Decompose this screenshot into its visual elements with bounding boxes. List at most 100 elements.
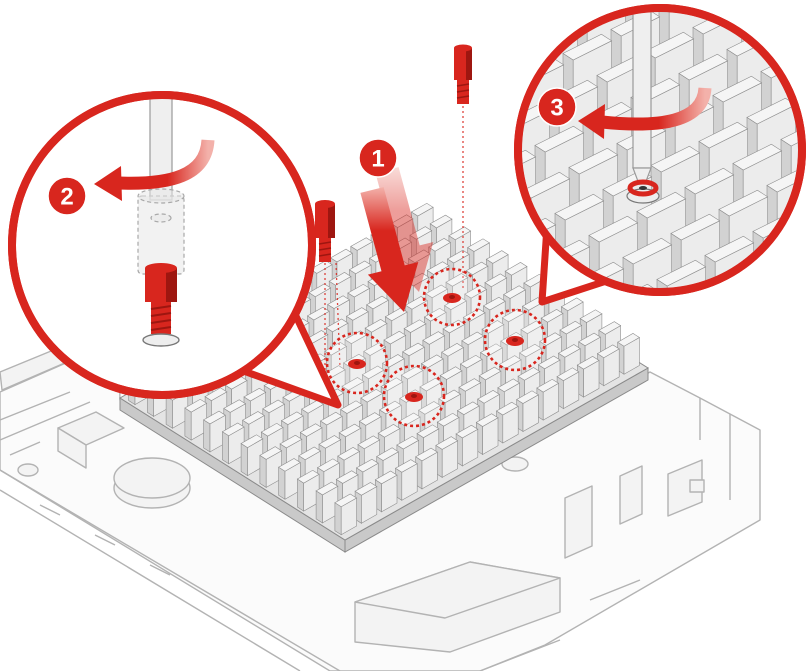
fin-top-face <box>670 213 721 241</box>
fin-front-face <box>259 3 297 92</box>
fin-top-face <box>578 332 601 347</box>
zoom-heatsink-fin <box>331 0 380 90</box>
fin-top-face <box>801 188 807 214</box>
fin-front-face <box>522 12 524 19</box>
fin-side-face <box>334 502 342 536</box>
fin-top-face <box>429 214 453 229</box>
fin-top-face <box>537 355 561 370</box>
fin-top-face <box>376 447 399 461</box>
fin-top-face <box>517 367 541 381</box>
step-3-label: 3 <box>550 95 563 122</box>
fin-top-face <box>428 238 451 252</box>
fin-top-face <box>410 202 434 217</box>
fin-top-face <box>516 390 539 404</box>
zoom-heatsink-fin <box>522 12 524 19</box>
fin-top-face <box>383 330 407 345</box>
heatsink-fin <box>315 481 339 524</box>
fin-top-face <box>498 355 522 369</box>
fin-top-face <box>350 237 374 251</box>
fin-side-face <box>453 147 463 224</box>
fin-top-face <box>522 35 531 63</box>
socket-inner-ring <box>150 213 172 223</box>
fin-side-face <box>297 0 307 68</box>
step-2-label: 2 <box>60 184 73 211</box>
fin-top-face <box>684 167 735 195</box>
fin-front-face <box>796 240 798 288</box>
screw-holes <box>325 267 547 428</box>
fin-top-face <box>504 262 528 276</box>
fin-top-face <box>397 412 421 427</box>
fin-front-face <box>764 12 798 35</box>
fin-front-face <box>429 113 467 202</box>
fin-top-face <box>482 296 506 311</box>
fin-top-face <box>420 354 444 369</box>
fin-side-face <box>259 454 267 488</box>
fin-top-face <box>415 447 438 462</box>
chassis-bottom-connector-top <box>354 561 561 619</box>
fin-top-face <box>249 0 298 22</box>
fin-top-face <box>153 44 202 70</box>
zoom-heatsink-fin <box>283 18 332 114</box>
fin-side-face <box>738 276 750 288</box>
socket-sleeve <box>137 195 185 275</box>
fin-top-face <box>418 401 441 415</box>
fin-top-face <box>325 318 349 333</box>
heatsink-fin <box>221 422 245 465</box>
fin-top-face <box>337 447 361 461</box>
fin-top-face <box>318 435 342 449</box>
fin-top-face <box>741 0 790 10</box>
zoom-heatsink-fin <box>249 0 298 92</box>
fin-top-face <box>495 401 519 416</box>
fin-top-face <box>204 387 228 401</box>
fin-side-face <box>240 442 248 477</box>
fin-top-face <box>187 66 236 92</box>
fin-side-face <box>481 55 491 132</box>
callout-pointer-left <box>230 301 342 409</box>
heatsink-fin <box>296 469 320 512</box>
fin-top-face <box>184 398 208 413</box>
fin-top-face <box>400 366 424 380</box>
fin-front-face <box>389 0 427 66</box>
fin-front-face <box>375 23 413 112</box>
fin-top-face <box>622 237 673 265</box>
fin-top-face <box>698 121 749 149</box>
zoom-heatsink-fin <box>656 259 707 288</box>
zoom-heatsink-fin <box>720 12 770 13</box>
washer <box>142 333 180 347</box>
zoom-heatsink-fin <box>399 38 448 134</box>
fin-side-face <box>283 37 293 114</box>
fin-side-face <box>691 301 701 378</box>
numbered-circle-icon <box>47 176 87 216</box>
fin-top-face <box>396 435 420 450</box>
chassis-cylinder-top <box>113 457 191 499</box>
fin-side-face <box>345 0 355 44</box>
fin-top-face <box>467 238 490 252</box>
fin-top-face <box>467 82 516 108</box>
curved-arrow-icon <box>117 139 215 190</box>
fin-top-face <box>203 410 226 425</box>
fin-top-face <box>240 434 264 448</box>
fin-top-face <box>464 285 488 299</box>
fin-top-face <box>354 482 378 496</box>
fin-top-face <box>317 40 366 66</box>
fin-top-face <box>650 145 701 173</box>
zoom-heatsink-fin <box>303 86 352 182</box>
zoom-heatsink-fin <box>345 0 394 44</box>
fin-top-face <box>786 233 798 261</box>
fin-top-face <box>413 0 462 18</box>
fin-top-face <box>780 119 798 147</box>
fin-top-face <box>280 411 304 425</box>
fin-side-face <box>487 169 497 246</box>
fin-top-face <box>283 18 332 44</box>
screw-hole-top <box>422 267 482 327</box>
fin-side-face <box>222 431 229 465</box>
fin-side-face <box>379 0 389 66</box>
chassis-left-slot <box>17 463 39 477</box>
zoom-heatsink-fin <box>365 16 414 112</box>
fin-side-face <box>315 490 323 524</box>
heatsink-fin <box>516 390 539 433</box>
fin-front-face <box>790 126 798 217</box>
chassis-left-wall <box>0 391 341 671</box>
fin-top-face <box>732 143 783 171</box>
fin-top-face <box>497 378 521 393</box>
